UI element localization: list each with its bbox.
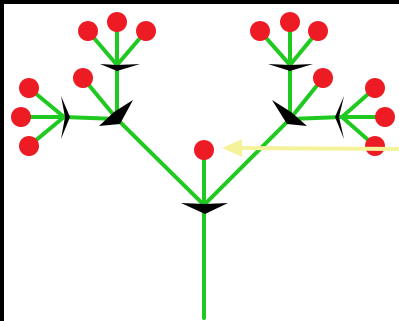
flower-left-secondary xyxy=(73,68,93,88)
pointer-arrow-head xyxy=(222,139,242,157)
bract-side-left-umbel xyxy=(61,96,70,139)
bract-main-node xyxy=(181,203,228,214)
bract-side-right-umbel xyxy=(335,96,344,139)
stem-group xyxy=(19,20,387,320)
left-primary-branch xyxy=(115,117,206,207)
bract-left-node xyxy=(99,100,133,126)
flower-top-left-c xyxy=(136,21,156,41)
flower-side-right-a xyxy=(365,78,385,98)
branching-inflorescence-diagram xyxy=(11,12,399,320)
flower-top-right-a xyxy=(250,21,270,41)
flower-side-left-a xyxy=(19,78,39,98)
flower-side-left-c xyxy=(19,136,39,156)
flower-group xyxy=(11,12,395,160)
flower-center xyxy=(194,140,214,160)
flower-top-right-c xyxy=(308,21,328,41)
flower-side-right-b xyxy=(375,107,395,127)
right-secondary-side-stalk xyxy=(288,115,344,121)
bract-top-right-umbel xyxy=(268,64,313,71)
diagram-canvas xyxy=(4,4,399,321)
right-primary-branch xyxy=(202,117,292,207)
bract-group xyxy=(61,64,344,214)
pointer-arrow-shaft xyxy=(236,146,399,151)
flower-top-left-a xyxy=(78,21,98,41)
flower-side-left-b xyxy=(11,107,31,127)
bract-right-node xyxy=(272,100,307,126)
flower-side-right-c xyxy=(365,136,385,156)
flower-top-left-b xyxy=(107,12,127,32)
flower-top-right-b xyxy=(280,12,300,32)
flower-right-secondary xyxy=(313,68,333,88)
bract-top-left-umbel xyxy=(100,64,140,71)
pointer-arrow xyxy=(222,139,399,157)
